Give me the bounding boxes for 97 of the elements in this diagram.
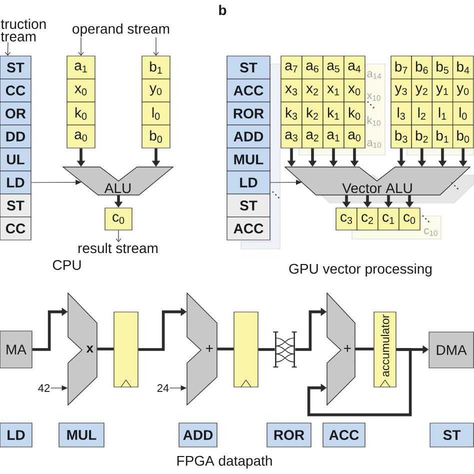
- arrow: [116, 230, 122, 242]
- operand-cell: b$_{0}$: [142, 124, 170, 148]
- operand-cell: y$_{1}$: [432, 78, 454, 102]
- result-cell: c$_{0}$: [104, 208, 132, 230]
- arrow: [78, 36, 84, 56]
- operand-cell: l$_{2}$: [411, 102, 432, 126]
- dma-box: MA: [0, 330, 32, 368]
- operand-cell: a$_{4}$: [344, 56, 366, 80]
- operand-cell: y$_{0}$: [142, 78, 170, 102]
- register-box: [114, 312, 138, 388]
- operand-cell: a$_{1}$: [66, 56, 96, 80]
- instruction-box: ACC: [322, 422, 366, 448]
- instruction-box: ST: [226, 194, 270, 218]
- operand-cell: y$_{2}$: [411, 78, 432, 102]
- instruction-box: ADD: [226, 124, 270, 148]
- result-cell: c$_{2}$: [356, 208, 378, 230]
- operand-cell: l$_{0}$: [452, 102, 474, 126]
- stream-label: operand stream: [72, 23, 170, 37]
- instruction-box: DD: [0, 124, 32, 148]
- instruction-box: ST: [0, 194, 32, 218]
- operand-cell: a$_{6}$: [302, 56, 324, 80]
- operand-cell: x$_{0}$: [344, 78, 366, 102]
- instruction-box: LD: [0, 422, 32, 448]
- result-cell: c$_{3}$: [336, 208, 358, 230]
- instruction-box: CC: [0, 78, 32, 102]
- instruction-box: ST: [226, 56, 270, 80]
- operand-cell: k$_{2}$: [302, 102, 324, 126]
- operand-cell: b$_{3}$: [390, 124, 412, 148]
- constant-value: 42: [38, 384, 50, 392]
- accumulator-register: accumulator: [374, 312, 396, 388]
- instruction-box: MUL: [226, 148, 270, 172]
- operand-cell: y$_{3}$: [390, 78, 412, 102]
- connector-line: [355, 348, 374, 350]
- connector-line: [217, 348, 234, 350]
- operand-cell: a$_{5}$: [322, 56, 344, 80]
- result-cell: c$_{1}$: [378, 208, 400, 230]
- operand-cell: x$_{2}$: [302, 78, 324, 102]
- operand-cell: k$_{1}$: [322, 102, 344, 126]
- operand-cell: a$_{2}$: [302, 124, 324, 148]
- stacked-cell-label: a$_{10}$: [367, 140, 382, 148]
- operand-cell: l$_{0}$: [142, 102, 170, 126]
- arrow: [153, 36, 159, 56]
- operand-cell: y$_{0}$: [452, 78, 474, 102]
- operand-cell: b$_{1}$: [142, 56, 170, 80]
- panel-caption: GPU vector processing: [289, 263, 432, 277]
- register-box: [234, 312, 258, 388]
- instruction-box: ACC: [226, 216, 270, 240]
- operand-cell: b$_{7}$: [390, 56, 412, 80]
- stacked-cell-label: c$_{10}$: [424, 228, 438, 236]
- stacked-cell-label: a$_{14}$: [367, 71, 382, 79]
- arrow: [270, 180, 302, 185]
- operand-cell: b$_{6}$: [411, 56, 432, 80]
- stream-label: result stream: [78, 242, 158, 254]
- stream-label: truction tream: [0, 18, 46, 42]
- instruction-box: LD: [226, 170, 270, 194]
- dma-box: DMA: [428, 332, 474, 368]
- connector-line: [97, 348, 114, 350]
- operand-cell: x$_{0}$: [66, 78, 96, 102]
- operand-cell: k$_{3}$: [280, 102, 302, 126]
- instruction-box: ADD: [178, 422, 218, 448]
- constant-value: 24: [157, 384, 169, 392]
- instruction-box: UL: [0, 148, 32, 172]
- operand-cell: x$_{1}$: [322, 78, 344, 102]
- operand-cell: l$_{1}$: [432, 102, 454, 126]
- arrow: [307, 348, 412, 416]
- operand-cell: k$_{0}$: [66, 102, 96, 126]
- operand-cell: a$_{1}$: [322, 124, 344, 148]
- operand-cell: b$_{2}$: [411, 124, 432, 148]
- operand-cell: a$_{3}$: [280, 124, 302, 148]
- instruction-box: ST: [430, 422, 474, 448]
- operand-cell: k$_{0}$: [344, 102, 366, 126]
- operand-cell: b$_{1}$: [432, 124, 454, 148]
- instruction-box: ROR: [226, 102, 270, 126]
- stacked-cell-label: k$_{10}$: [367, 116, 380, 126]
- operand-cell: b$_{0}$: [452, 124, 474, 148]
- panel-letter: b: [219, 4, 226, 16]
- panel-caption: FPGA datapath: [177, 455, 272, 469]
- instruction-box: ACC: [226, 78, 270, 102]
- operand-cell: a$_{0}$: [66, 124, 96, 148]
- stacked-cell-label: x$_{10}$: [366, 93, 380, 101]
- operand-cell: b$_{4}$: [452, 56, 474, 80]
- result-cell: c$_{0}$: [398, 208, 420, 230]
- operand-cell: x$_{3}$: [280, 78, 302, 102]
- instruction-box: OR: [0, 102, 32, 126]
- operand-cell: a$_{7}$: [280, 56, 302, 80]
- connector-line: [258, 348, 275, 351]
- panel-caption: CPU: [52, 260, 81, 270]
- instruction-box: LD: [0, 170, 32, 194]
- operand-cell: a$_{0}$: [344, 124, 366, 148]
- operand-cell: b$_{5}$: [432, 56, 454, 80]
- instruction-box: ROR: [266, 422, 312, 448]
- operand-cell: l$_{3}$: [390, 102, 412, 126]
- arrow: [4, 42, 11, 56]
- crossbar-switch: [272, 332, 298, 368]
- instruction-box: CC: [0, 216, 32, 240]
- instruction-box: ST: [0, 56, 32, 80]
- instruction-box: MUL: [58, 422, 104, 448]
